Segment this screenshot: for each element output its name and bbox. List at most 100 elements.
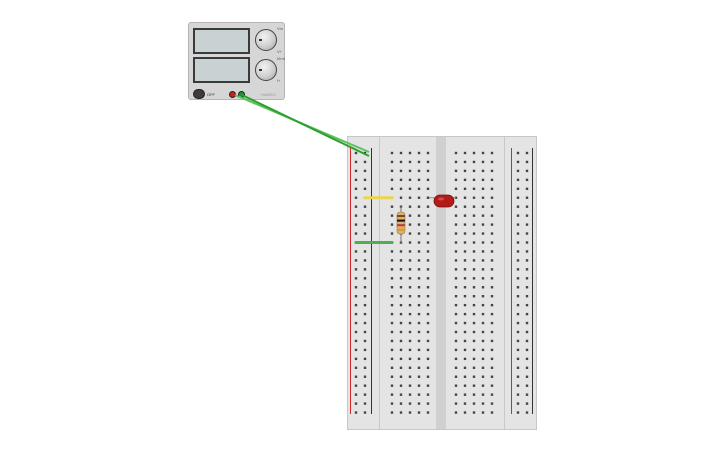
breadboard-hole[interactable] bbox=[481, 393, 485, 396]
breadboard-hole[interactable] bbox=[472, 366, 476, 369]
breadboard-hole[interactable] bbox=[426, 384, 430, 387]
breadboard-hole[interactable] bbox=[490, 339, 494, 343]
breadboard-hole[interactable] bbox=[472, 277, 476, 280]
breadboard-hole[interactable] bbox=[399, 375, 403, 378]
breadboard-hole[interactable] bbox=[390, 393, 394, 396]
rail-hole[interactable] bbox=[525, 214, 529, 217]
breadboard-hole[interactable] bbox=[481, 196, 485, 199]
breadboard-hole[interactable] bbox=[408, 187, 412, 190]
breadboard-hole[interactable] bbox=[408, 393, 412, 396]
breadboard-hole[interactable] bbox=[490, 205, 494, 208]
breadboard-hole[interactable] bbox=[399, 277, 403, 280]
breadboard-hole[interactable] bbox=[481, 303, 485, 307]
rail-hole[interactable] bbox=[354, 178, 358, 182]
breadboard-hole[interactable] bbox=[399, 312, 403, 316]
rail-hole[interactable] bbox=[525, 169, 529, 173]
breadboard-hole[interactable] bbox=[426, 169, 430, 173]
breadboard-hole[interactable] bbox=[454, 277, 458, 280]
breadboard-hole[interactable] bbox=[417, 393, 421, 396]
power-switch[interactable] bbox=[193, 89, 205, 99]
rail-hole[interactable] bbox=[525, 268, 529, 271]
rail-hole[interactable] bbox=[363, 178, 367, 182]
breadboard-hole[interactable] bbox=[417, 366, 421, 369]
breadboard-hole[interactable] bbox=[426, 330, 430, 334]
breadboard-hole[interactable] bbox=[463, 375, 467, 378]
breadboard-hole[interactable] bbox=[472, 223, 476, 226]
breadboard-hole[interactable] bbox=[463, 205, 467, 208]
breadboard-hole[interactable] bbox=[490, 241, 494, 244]
breadboard-hole[interactable] bbox=[454, 402, 458, 405]
breadboard-hole[interactable] bbox=[472, 411, 476, 414]
rail-hole[interactable] bbox=[516, 223, 520, 226]
rail-hole[interactable] bbox=[516, 393, 520, 396]
breadboard-hole[interactable] bbox=[481, 151, 485, 155]
breadboard-hole[interactable] bbox=[426, 223, 430, 226]
breadboard-hole[interactable] bbox=[390, 411, 394, 414]
rail-hole[interactable] bbox=[363, 232, 367, 235]
breadboard-hole[interactable] bbox=[454, 160, 458, 164]
rail-hole[interactable] bbox=[363, 205, 367, 208]
rail-hole[interactable] bbox=[363, 411, 367, 414]
breadboard-hole[interactable] bbox=[454, 366, 458, 369]
breadboard-hole[interactable] bbox=[426, 295, 430, 298]
breadboard-hole[interactable] bbox=[426, 348, 430, 352]
rail-hole[interactable] bbox=[354, 205, 358, 208]
breadboard-hole[interactable] bbox=[454, 241, 458, 244]
breadboard-hole[interactable] bbox=[408, 402, 412, 405]
rail-hole[interactable] bbox=[516, 151, 520, 155]
breadboard-hole[interactable] bbox=[417, 205, 421, 208]
breadboard-hole[interactable] bbox=[490, 160, 494, 164]
breadboard-hole[interactable] bbox=[399, 160, 403, 164]
breadboard-hole[interactable] bbox=[481, 339, 485, 343]
rail-hole[interactable] bbox=[354, 312, 358, 316]
breadboard-hole[interactable] bbox=[490, 232, 494, 235]
breadboard-hole[interactable] bbox=[417, 268, 421, 271]
breadboard-hole[interactable] bbox=[454, 169, 458, 173]
rail-hole[interactable] bbox=[525, 321, 529, 325]
breadboard-hole[interactable] bbox=[426, 375, 430, 378]
power-supply[interactable]: Vm V+ I/Imt I+ OFF HAMEG bbox=[188, 22, 285, 100]
breadboard-hole[interactable] bbox=[399, 286, 403, 289]
breadboard-hole[interactable] bbox=[408, 357, 412, 361]
breadboard-hole[interactable] bbox=[408, 286, 412, 289]
rail-hole[interactable] bbox=[354, 295, 358, 298]
breadboard-hole[interactable] bbox=[472, 286, 476, 289]
rail-hole[interactable] bbox=[354, 268, 358, 271]
breadboard-hole[interactable] bbox=[390, 312, 394, 316]
breadboard-hole[interactable] bbox=[481, 384, 485, 387]
rail-hole[interactable] bbox=[525, 259, 529, 262]
breadboard-hole[interactable] bbox=[417, 348, 421, 352]
breadboard-hole[interactable] bbox=[417, 250, 421, 253]
breadboard-hole[interactable] bbox=[481, 375, 485, 378]
breadboard-hole[interactable] bbox=[417, 295, 421, 298]
breadboard-hole[interactable] bbox=[463, 366, 467, 369]
rail-hole[interactable] bbox=[525, 366, 529, 369]
breadboard-hole[interactable] bbox=[390, 214, 394, 217]
breadboard-hole[interactable] bbox=[390, 232, 394, 235]
breadboard-hole[interactable] bbox=[481, 348, 485, 352]
breadboard-hole[interactable] bbox=[463, 384, 467, 387]
breadboard-hole[interactable] bbox=[454, 205, 458, 208]
rail-hole[interactable] bbox=[354, 277, 358, 280]
breadboard-hole[interactable] bbox=[490, 330, 494, 334]
breadboard-hole[interactable] bbox=[454, 411, 458, 414]
rail-hole[interactable] bbox=[363, 160, 367, 164]
rail-hole[interactable] bbox=[516, 169, 520, 173]
rail-hole[interactable] bbox=[363, 312, 367, 316]
breadboard-hole[interactable] bbox=[399, 411, 403, 414]
breadboard-hole[interactable] bbox=[408, 169, 412, 173]
breadboard-hole[interactable] bbox=[399, 366, 403, 369]
breadboard-hole[interactable] bbox=[463, 223, 467, 226]
breadboard-hole[interactable] bbox=[408, 411, 412, 414]
rail-hole[interactable] bbox=[354, 286, 358, 289]
breadboard-hole[interactable] bbox=[390, 321, 394, 325]
breadboard-hole[interactable] bbox=[426, 277, 430, 280]
rail-hole[interactable] bbox=[363, 169, 367, 173]
breadboard-hole[interactable] bbox=[463, 330, 467, 334]
breadboard-hole[interactable] bbox=[417, 187, 421, 190]
breadboard-hole[interactable] bbox=[454, 339, 458, 343]
breadboard-hole[interactable] bbox=[454, 312, 458, 316]
breadboard-hole[interactable] bbox=[417, 169, 421, 173]
breadboard-hole[interactable] bbox=[390, 330, 394, 334]
breadboard-hole[interactable] bbox=[417, 214, 421, 217]
